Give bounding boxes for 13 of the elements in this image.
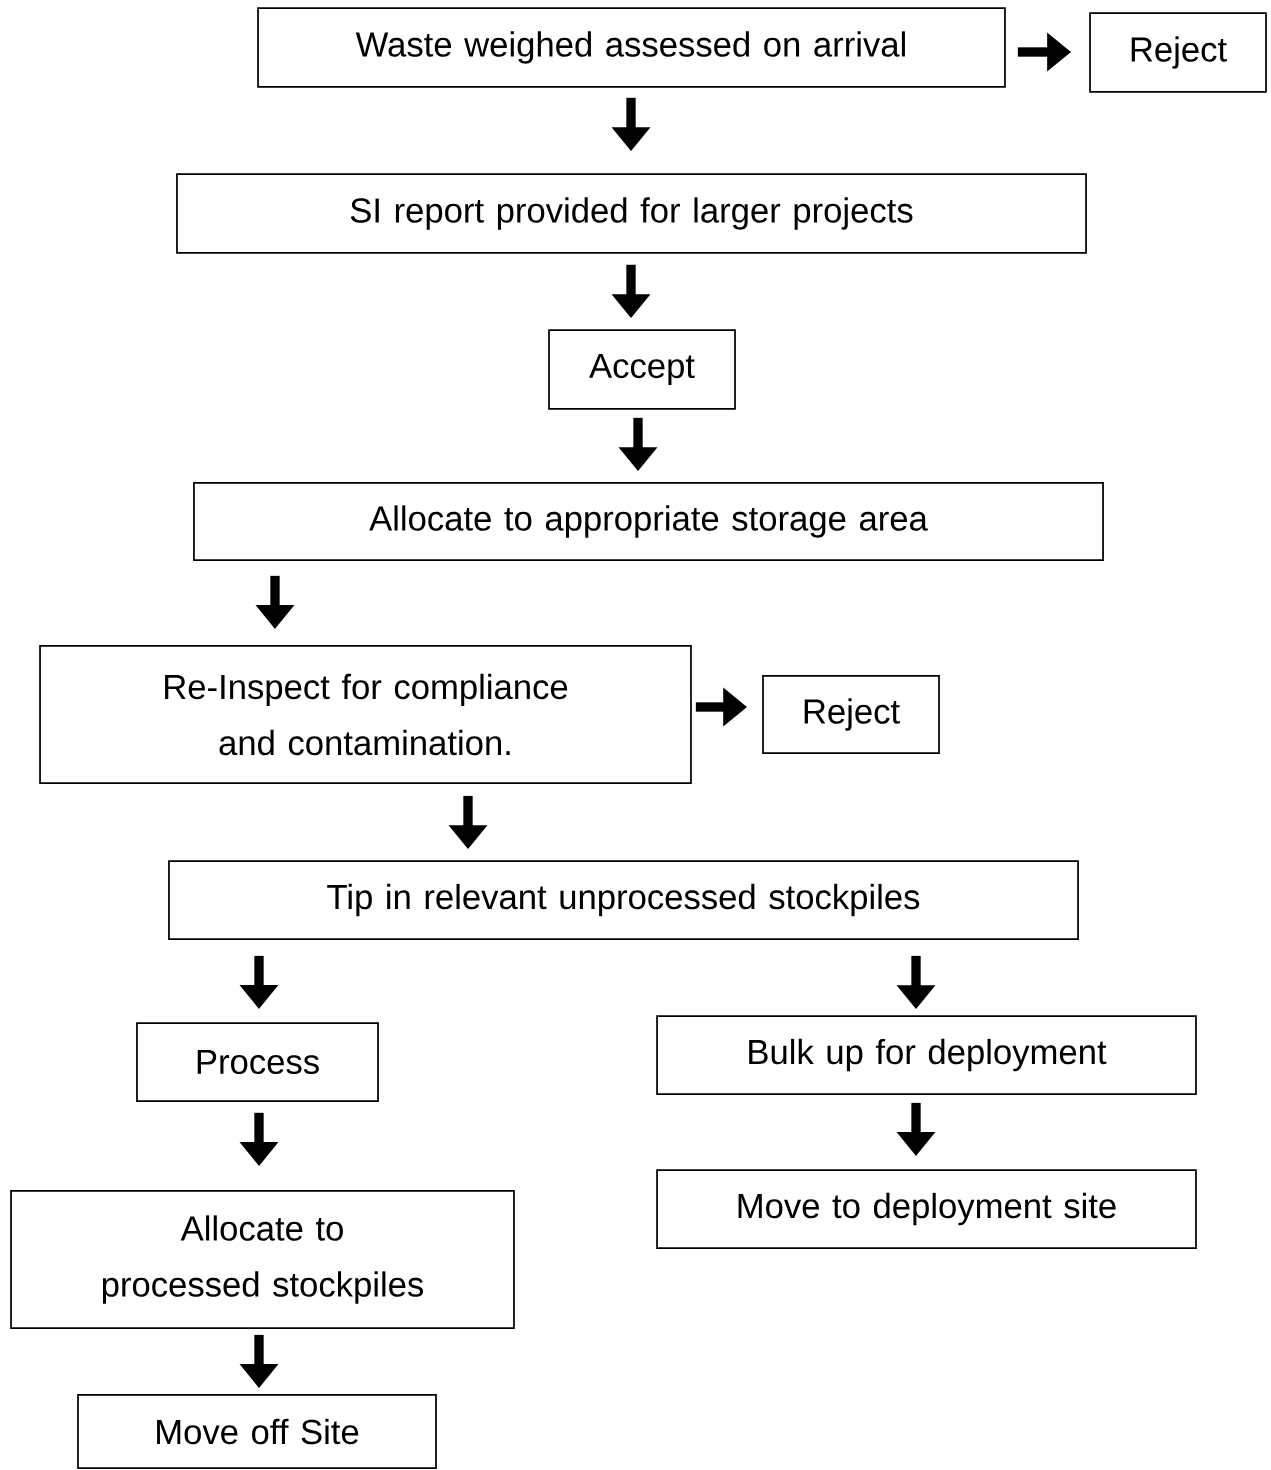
process-box: Move off Site <box>77 1394 437 1469</box>
process-box: Allocate to appropriate storage area <box>193 482 1104 561</box>
process-box: Reject <box>1089 12 1267 93</box>
process-box: Bulk up for deployment <box>656 1015 1197 1095</box>
process-box: Accept <box>548 329 736 410</box>
process-box: Tip in relevant unprocessed stockpiles <box>168 860 1079 940</box>
process-box: Reject <box>762 675 940 754</box>
process-box: Re-Inspect for compliance and contamination. <box>39 645 692 784</box>
process-box: Move to deployment site <box>656 1169 1197 1249</box>
process-box: SI report provided for larger projects <box>176 173 1087 254</box>
process-box: Allocate to processed stockpiles <box>10 1190 515 1329</box>
process-box: Waste weighed assessed on arrival <box>257 7 1006 88</box>
process-box: Process <box>136 1022 379 1102</box>
